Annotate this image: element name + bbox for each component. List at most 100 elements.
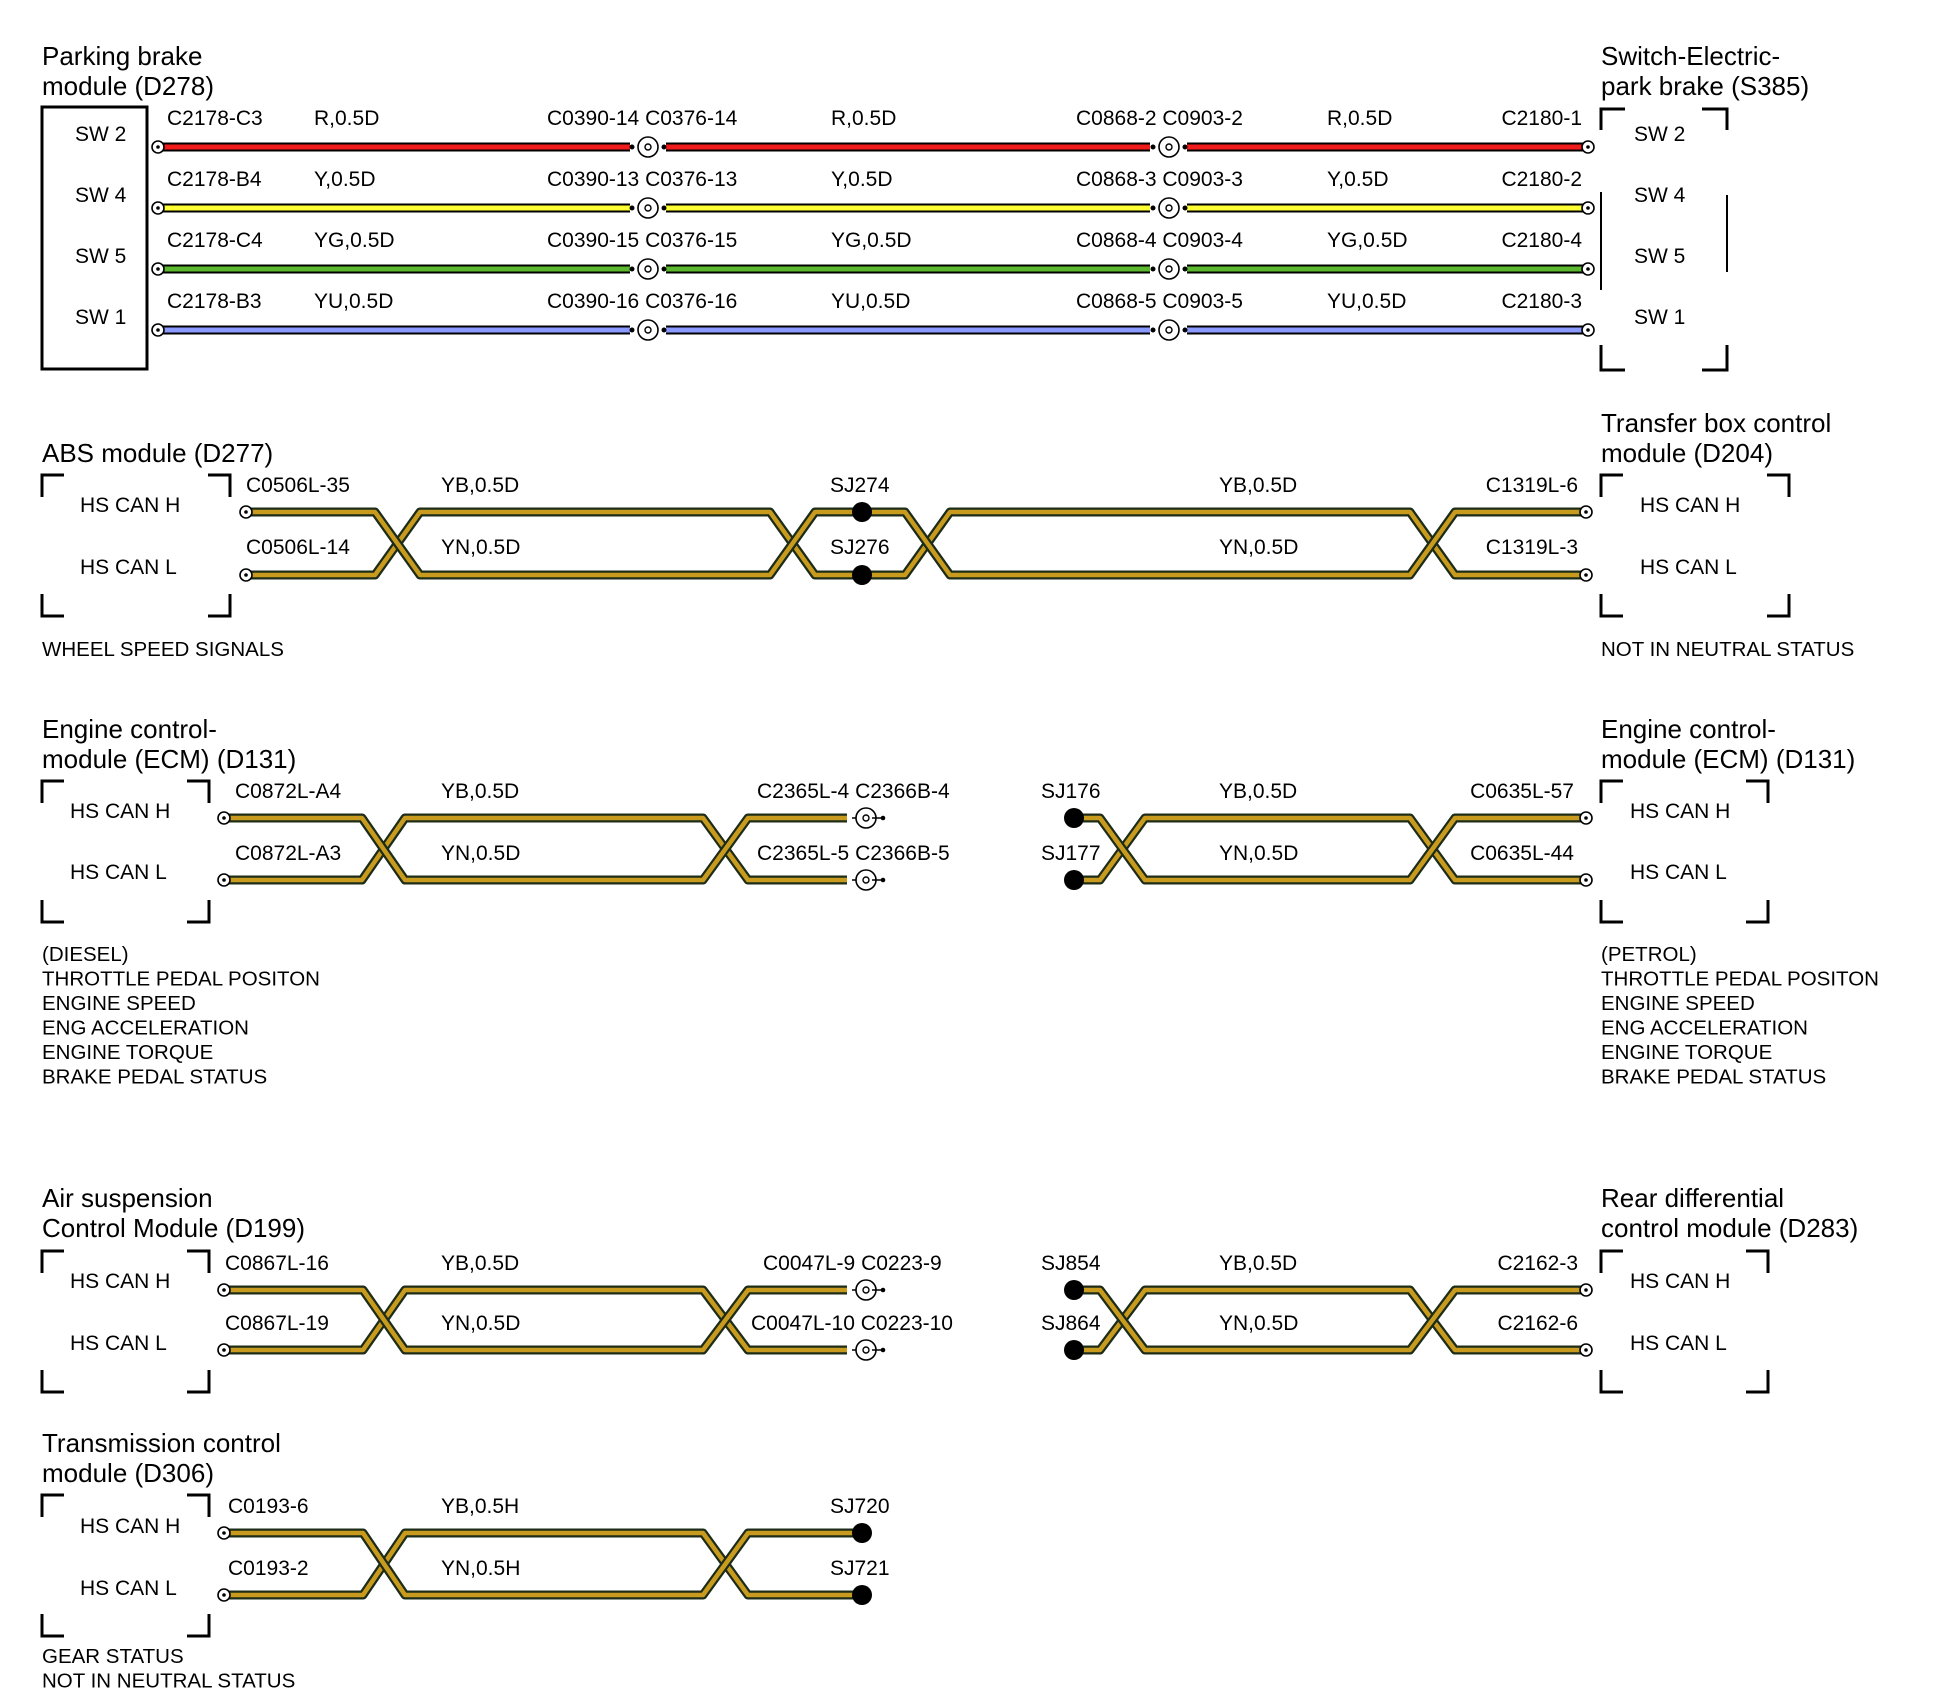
inline-connector-pin — [1165, 326, 1173, 334]
inline-connector-label: C0390-13 C0376-13 — [547, 168, 737, 191]
wire-spec-label: R,0.5D — [1327, 107, 1392, 130]
wire-spec-label: Y,0.5D — [831, 168, 893, 191]
ecm-petrol-note: ENGINE SPEED — [1601, 992, 1755, 1015]
ecm-diesel-bracket — [40, 779, 211, 924]
inline-connector-dot — [629, 327, 635, 333]
splice-label: SJ854 — [1041, 1252, 1101, 1275]
wire-end-terminal-pin — [244, 510, 248, 514]
inline-connector-label: C0868-5 C0903-5 — [1076, 290, 1243, 313]
inline-connector-dot — [1182, 144, 1188, 150]
wire-spec-label: YN,0.5D — [1219, 842, 1298, 865]
can-high-wire-fill — [222, 1530, 862, 1598]
pin-label-switch: SW 2 — [1634, 123, 1685, 146]
pin-label-can-l: HS CAN L — [80, 1577, 177, 1600]
air-suspension-title: Air suspension — [42, 1183, 213, 1213]
inline-connector-dot — [661, 266, 667, 272]
inline-connector-label: C2365L-4 C2366B-4 — [757, 780, 950, 803]
connector-label: C2180-4 — [1501, 229, 1582, 252]
pin-label-can-l: HS CAN L — [80, 556, 177, 579]
bracket-corner — [1599, 473, 1623, 497]
inline-connector-label: C0868-3 C0903-3 — [1076, 168, 1243, 191]
switch-park-brake-title: Switch-Electric- — [1601, 41, 1780, 71]
open-connector-dot — [880, 815, 886, 821]
bracket-corner — [40, 1370, 64, 1394]
splice-sj276 — [852, 565, 872, 585]
wire-spec-label: YN,0.5D — [441, 536, 520, 559]
can-high-wire — [222, 1528, 862, 1600]
splice-label: SJ720 — [830, 1495, 890, 1518]
bracket-corner — [208, 473, 232, 497]
bracket-corner — [40, 1493, 64, 1517]
bracket-corner — [1599, 779, 1623, 803]
air-suspension-title: Control Module (D199) — [42, 1213, 305, 1243]
wire-spec-label: YN,0.5D — [1219, 1312, 1298, 1335]
bracket-corner — [1767, 473, 1791, 497]
can-high-wire-fill — [1074, 1287, 1584, 1353]
connector-label: C0872L-A3 — [235, 842, 341, 865]
connector-label: C0193-2 — [228, 1557, 309, 1580]
bracket-corner — [40, 900, 64, 924]
wire-spec-label: R,0.5D — [314, 107, 379, 130]
splice-label: SJ864 — [1041, 1312, 1101, 1335]
bracket-corner — [187, 1249, 211, 1273]
bracket-corner — [1746, 1249, 1770, 1273]
inline-connector-label: C0047L-9 C0223-9 — [763, 1252, 942, 1275]
ecm-petrol-bracket — [1599, 779, 1770, 924]
wire-end-terminal-pin — [1586, 145, 1590, 149]
transmission-module-bracket — [40, 1493, 211, 1638]
splice-label: SJ176 — [1041, 780, 1101, 803]
connector-label: C0872L-A4 — [235, 780, 342, 803]
wire-spec-label: YB,0.5D — [441, 1252, 519, 1275]
bracket-corner — [1767, 594, 1791, 618]
inline-connector-dot — [1182, 205, 1188, 211]
bracket-corner — [1599, 900, 1623, 924]
pin-label-can-l: HS CAN L — [1630, 1332, 1727, 1355]
connector-label: C2162-3 — [1497, 1252, 1578, 1275]
inline-connector-label: C0868-2 C0903-2 — [1076, 107, 1243, 130]
ecm-petrol-note: BRAKE PEDAL STATUS — [1601, 1066, 1826, 1089]
open-connector-pin — [862, 876, 870, 884]
connector-label: C2178-B3 — [167, 290, 262, 313]
inline-connector-pin — [1165, 143, 1173, 151]
ecm-diesel-note: THROTTLE PEDAL POSITON — [42, 968, 320, 991]
parking-brake-module-title: module (D278) — [42, 71, 214, 101]
inline-connector-label: C0047L-10 C0223-10 — [751, 1312, 953, 1335]
splice-sj864 — [1064, 1340, 1084, 1360]
wire-spec-label: YG,0.5D — [314, 229, 395, 252]
bracket-corner — [187, 1614, 211, 1638]
ecm-petrol-note: (PETROL) — [1601, 943, 1697, 966]
wire-end-terminal-pin — [1584, 1288, 1588, 1292]
pin-label-can-l: HS CAN L — [70, 861, 167, 884]
can-low-wire — [222, 1528, 862, 1600]
ecm-diesel-note: ENGINE TORQUE — [42, 1041, 213, 1064]
bracket-corner — [187, 900, 211, 924]
bracket-corner — [40, 594, 64, 618]
pin-label-switch: SW 5 — [1634, 245, 1685, 268]
bracket-corner — [1599, 594, 1623, 618]
pin-label-can-h: HS CAN H — [1640, 494, 1740, 517]
inline-connector-pin — [644, 204, 652, 212]
splice-label: SJ274 — [830, 474, 890, 497]
wire-end-terminal-pin — [222, 816, 226, 820]
connector-label: C0506L-14 — [246, 536, 350, 559]
inline-connector-label: C2365L-5 C2366B-5 — [757, 842, 950, 865]
connector-label: C0867L-16 — [225, 1252, 329, 1275]
open-connector-pin — [862, 814, 870, 822]
splice-sj274 — [852, 502, 872, 522]
wire-end-terminal-pin — [1586, 206, 1590, 210]
inline-connector-label: C0390-16 C0376-16 — [547, 290, 737, 313]
splice-sj176 — [1064, 808, 1084, 828]
rear-differential-title: Rear differential — [1601, 1183, 1784, 1213]
pin-label-can-h: HS CAN H — [70, 800, 170, 823]
inline-connector-dot — [661, 144, 667, 150]
pin-label-module: SW 2 — [75, 123, 126, 146]
rear-differential-bracket — [1599, 1249, 1770, 1394]
connector-label: C0193-6 — [228, 1495, 309, 1518]
inline-connector-dot — [661, 205, 667, 211]
bracket-corner — [40, 1249, 64, 1273]
bracket-corner — [208, 594, 232, 618]
inline-connector-dot — [1150, 144, 1156, 150]
ecm-petrol-note: ENGINE TORQUE — [1601, 1041, 1772, 1064]
bracket-corner — [187, 1370, 211, 1394]
pin-label-can-h: HS CAN H — [70, 1270, 170, 1293]
